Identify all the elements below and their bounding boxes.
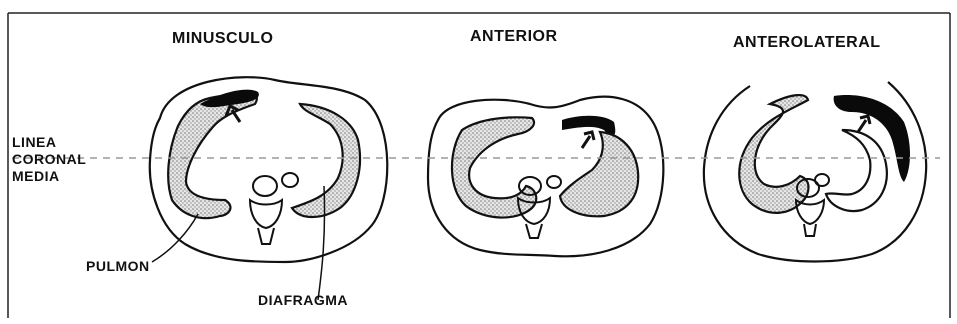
panel-title-anterior: ANTERIOR [470,28,558,46]
panel-anterior [428,97,663,257]
arrow-icon [582,132,594,148]
panel-anterolateral [704,82,926,262]
panel-title-minusculo: MINUSCULO [172,30,273,48]
lung-label: PULMON [86,258,150,275]
lung-right [292,104,360,217]
lung-right [826,130,887,211]
panel-minusculo [150,77,387,262]
coronal-line-label-2: CORONAL [12,151,86,168]
leader-lung [152,214,198,262]
panel-title-anterolateral: ANTEROLATERAL [733,34,881,52]
lung-left [168,93,257,218]
coronal-line-label-1: LINEA [12,134,86,151]
arrow-icon [226,106,240,122]
diaphragm-label: DIAFRAGMA [258,292,348,309]
lung-right [560,132,638,216]
lung-left [739,95,808,213]
arrow-icon [858,116,870,132]
coronal-line-label: LINEA CORONAL MEDIA [12,134,86,185]
lung-left [452,117,536,217]
spine [250,173,298,244]
coronal-line-label-3: MEDIA [12,168,86,185]
